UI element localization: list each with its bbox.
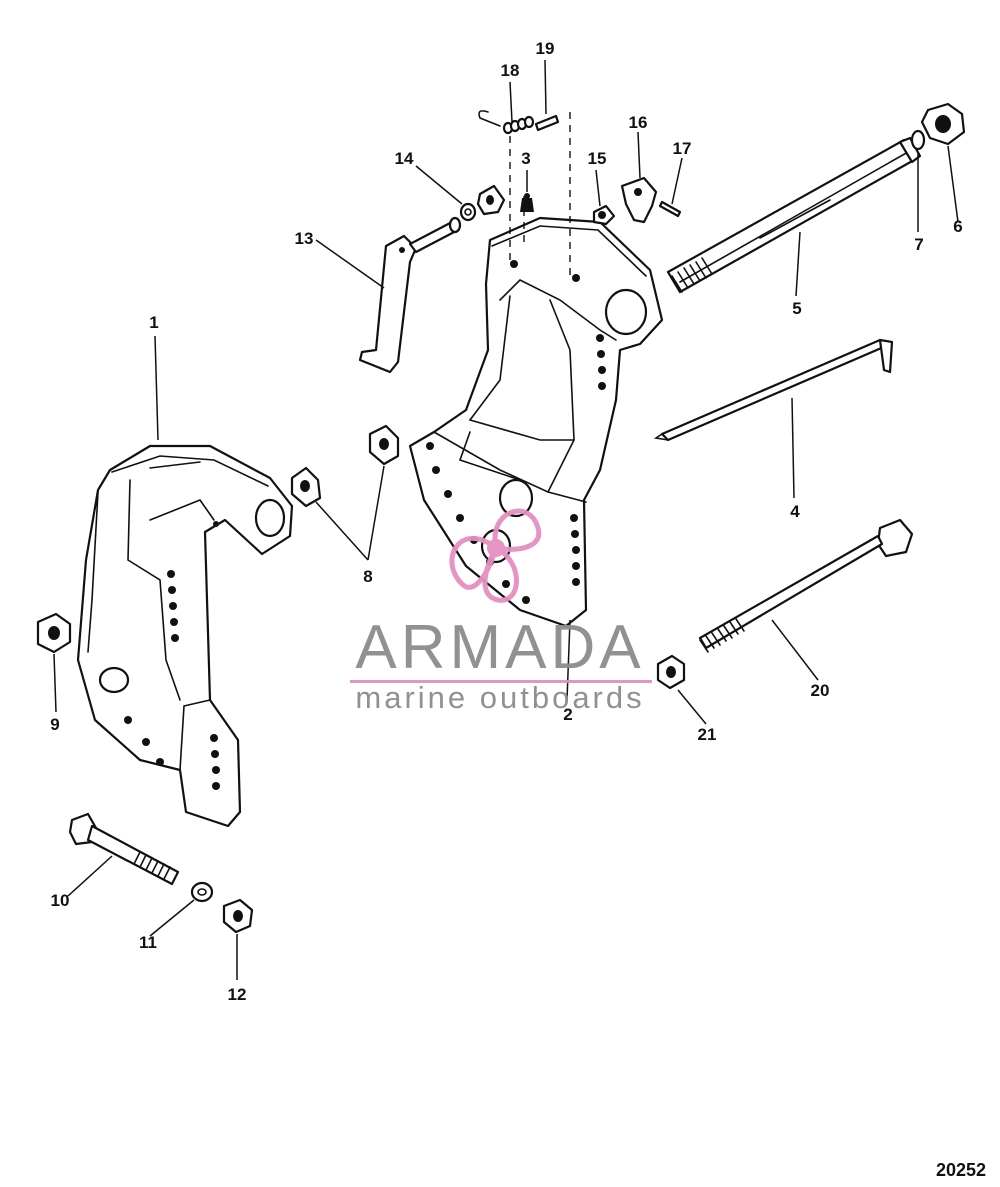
part-20-thread (699, 618, 745, 653)
callout-8: 8 (363, 567, 372, 586)
callout-12: 12 (228, 985, 247, 1004)
part-17-pin (658, 200, 682, 218)
part-11-washer (190, 881, 214, 903)
part-10-thread (133, 851, 171, 880)
callout-6: 6 (953, 217, 962, 236)
part-8-washers (290, 424, 400, 508)
callout-13: 13 (295, 229, 314, 248)
part-7-washer (910, 129, 926, 151)
propeller-blade-3 (482, 544, 519, 603)
part-4-tilt-rod (653, 338, 894, 442)
callout-1: 1 (149, 313, 158, 332)
callout-leaders (53, 59, 959, 980)
propeller-hub (487, 539, 505, 557)
part-13-tilt-lever (358, 216, 462, 374)
part-3-grease-fitting (520, 193, 534, 212)
callout-14: 14 (395, 149, 414, 168)
watermark-tagline: marine outboards (355, 680, 644, 715)
callout-15: 15 (588, 149, 607, 168)
callout-11: 11 (139, 933, 157, 952)
callout-5: 5 (792, 299, 801, 318)
propeller-logo-icon (449, 508, 542, 603)
part-5-thread (671, 257, 713, 293)
callout-17: 17 (673, 139, 692, 158)
part-2-right-clamp-bracket (408, 216, 664, 628)
part-5-swivel-tube (666, 136, 922, 294)
callout-19: 19 (536, 39, 555, 58)
watermark-brand: ARMADA (355, 613, 644, 682)
callout-7: 7 (914, 235, 923, 254)
part-21-nut (656, 654, 686, 690)
part-12-nut (222, 898, 254, 934)
callout-9: 9 (50, 715, 59, 734)
part-1-left-clamp-bracket (76, 444, 294, 828)
watermark: ARMADA marine outboards (350, 508, 652, 715)
part-15-bushing (592, 204, 616, 226)
part-2-adjustment-holes (426, 260, 606, 604)
part-14-retainer (459, 184, 506, 222)
figure-number: 20252 (936, 1160, 986, 1180)
part-9-nut (36, 612, 72, 654)
part-20-long-bolt (698, 518, 914, 653)
callout-2: 2 (563, 705, 572, 724)
watermark-divider (350, 680, 652, 683)
part-10-bolt (68, 812, 180, 886)
callout-18: 18 (501, 61, 520, 80)
propeller-blade-2 (492, 508, 542, 552)
callout-16: 16 (629, 113, 648, 132)
callout-20: 20 (811, 681, 830, 700)
callout-3: 3 (521, 149, 530, 168)
assembly-guide-lines (509, 112, 571, 278)
callout-4: 4 (790, 502, 800, 521)
callout-21: 21 (698, 725, 717, 744)
callout-10: 10 (51, 891, 70, 910)
part-19-pin (534, 114, 560, 132)
part-1-adjustment-holes (124, 521, 220, 790)
part-18-spring (478, 110, 535, 135)
part-16-lock-cam (620, 176, 658, 224)
part-6-nut (920, 102, 966, 146)
callout-labels: 1 2 3 4 5 6 7 8 9 10 11 12 13 14 15 16 1… (50, 39, 962, 1004)
